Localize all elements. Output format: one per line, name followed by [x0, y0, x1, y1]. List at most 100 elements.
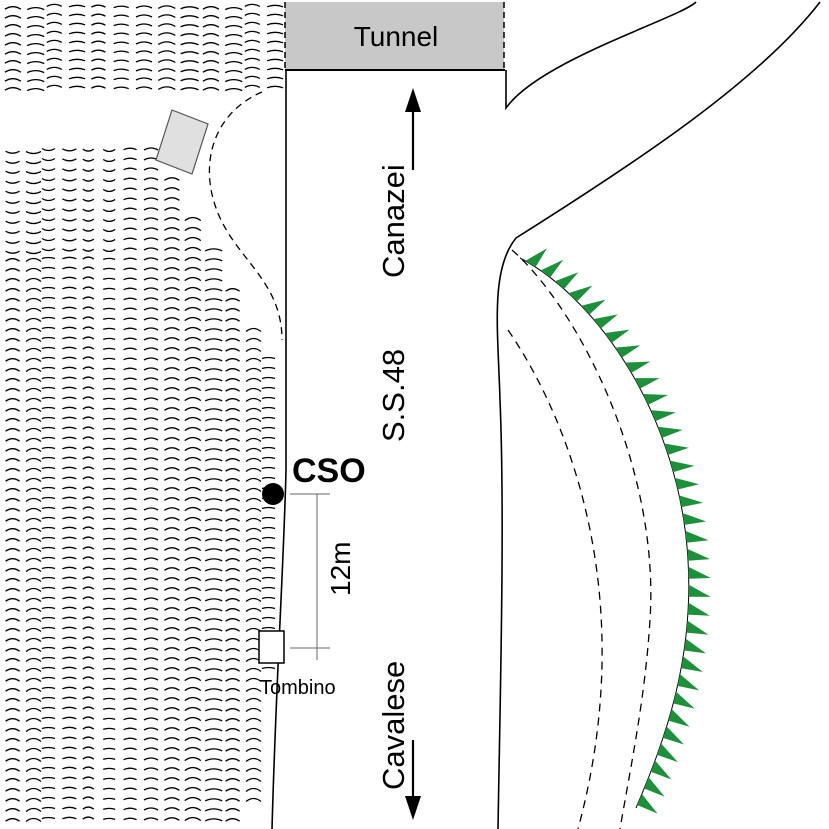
hatch-stroke	[245, 677, 262, 683]
hatch-stroke	[123, 307, 137, 311]
hatch-stroke	[41, 596, 56, 600]
hatch-stroke	[62, 536, 77, 540]
hatch-stroke	[25, 687, 42, 693]
hatch-stroke	[184, 646, 202, 652]
hatch-stroke	[113, 23, 129, 27]
hatch-stroke	[143, 447, 159, 451]
hatch-stroke	[180, 24, 199, 28]
embankment-tooth	[554, 272, 579, 290]
hatch-stroke	[202, 78, 220, 82]
hatch-stroke	[25, 190, 42, 195]
hatch-stroke	[82, 556, 95, 560]
hatch-stroke	[164, 177, 180, 181]
hatch-stroke	[62, 526, 77, 530]
hatch-stroke	[82, 736, 95, 740]
hatch-stroke	[5, 588, 20, 592]
hatch-stroke	[25, 357, 42, 363]
hatch-stroke	[62, 566, 77, 570]
hatch-stroke	[25, 647, 42, 653]
hatch-stroke	[245, 797, 262, 803]
hatch-stroke	[184, 416, 202, 422]
hatch-stroke	[245, 447, 262, 453]
hatch-stroke	[25, 200, 42, 205]
hatch-stroke	[102, 637, 116, 641]
hatch-stroke	[5, 638, 20, 642]
hatch-stroke	[62, 586, 77, 590]
hatch-stroke	[225, 618, 240, 622]
hatch-stroke	[204, 818, 223, 822]
hatch-stroke	[143, 337, 159, 341]
hatch-stroke	[41, 376, 56, 380]
hatch-stroke	[164, 667, 180, 671]
hatch-stroke	[225, 658, 240, 662]
hatch-stroke	[5, 250, 20, 254]
hatch-stroke	[41, 466, 56, 470]
hatch-stroke	[164, 227, 180, 231]
hatch-stroke	[225, 418, 240, 422]
hatch-stroke	[143, 477, 159, 481]
hatch-stroke	[180, 51, 199, 55]
hatch-stroke	[245, 767, 262, 773]
hatch-stroke	[25, 557, 42, 563]
hatch-stroke	[245, 577, 262, 583]
hatch-stroke	[164, 217, 180, 221]
hatch-stroke	[5, 328, 20, 332]
hatch-stroke	[25, 347, 42, 353]
hatch-stroke	[261, 566, 276, 570]
hatch-stroke	[25, 507, 42, 513]
hatch-stroke	[204, 618, 223, 622]
hatch-stroke	[261, 576, 276, 580]
embankment-tooth	[679, 495, 704, 508]
hatch-stroke	[4, 51, 22, 55]
hatch-stroke	[164, 757, 180, 761]
hatch-stroke	[261, 466, 276, 470]
hatch-stroke	[184, 736, 202, 742]
hatch-stroke	[62, 306, 77, 310]
hatch-stroke	[41, 726, 56, 730]
hatch-stroke	[25, 597, 42, 603]
hatch-stroke	[164, 237, 180, 241]
hatch-stroke	[62, 646, 77, 650]
hatch-stroke	[102, 357, 116, 361]
hatch-stroke	[25, 317, 42, 323]
hatch-stroke	[82, 476, 95, 480]
hatch-stroke	[41, 386, 56, 390]
hatch-stroke	[5, 678, 20, 682]
hatch-stroke	[123, 697, 137, 701]
embankment-tooth	[593, 314, 618, 329]
tunnel-label: Tunnel	[354, 21, 439, 52]
hatch-stroke	[68, 85, 86, 89]
hatch-stroke	[41, 746, 56, 750]
embankment-tooth	[650, 760, 672, 780]
hatch-stroke	[204, 798, 223, 802]
hatch-stroke	[204, 638, 223, 642]
hatch-stroke	[143, 557, 159, 561]
hatch-stroke	[5, 758, 20, 762]
hatch-stroke	[123, 227, 137, 231]
hatch-stroke	[41, 316, 56, 320]
hatch-stroke	[62, 716, 77, 720]
hatch-stroke	[62, 776, 77, 780]
hatch-stroke	[113, 14, 129, 18]
hatch-stroke	[184, 316, 202, 322]
hatch-stroke	[245, 557, 262, 563]
hatch-stroke	[5, 778, 20, 782]
hatch-stroke	[184, 706, 202, 712]
hatch-stroke	[184, 756, 202, 762]
hatch-stroke	[82, 646, 95, 650]
hatch-stroke	[4, 78, 22, 82]
hatch-stroke	[164, 547, 180, 551]
hatch-stroke	[245, 717, 262, 723]
hatch-stroke	[225, 728, 240, 732]
dashed-line-inner	[507, 329, 603, 829]
hatch-stroke	[225, 808, 240, 812]
hatch-stroke	[41, 336, 56, 340]
hatch-stroke	[245, 517, 262, 523]
hatch-stroke	[41, 676, 56, 680]
hatch-stroke	[164, 267, 180, 271]
hatch-stroke	[41, 237, 56, 242]
hatch-stroke	[4, 69, 22, 73]
hatch-stroke	[82, 456, 95, 460]
hatch-stroke	[245, 427, 262, 433]
